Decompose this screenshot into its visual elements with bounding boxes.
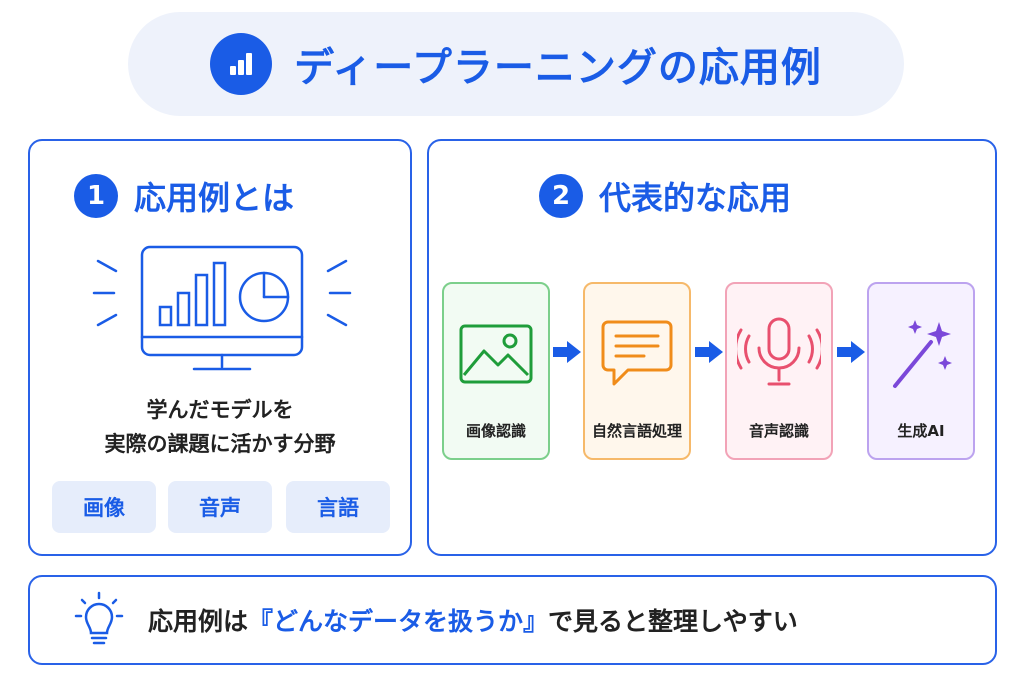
step-label-generative-ai: 生成AI bbox=[897, 422, 945, 440]
section2-heading: 2 代表的な応用 bbox=[539, 173, 791, 219]
tip-before: 応用例は bbox=[148, 607, 249, 636]
page-title: ディープラーニングの応用例 bbox=[294, 45, 822, 91]
tag-language: 言語 bbox=[286, 481, 390, 533]
title-banner: ディープラーニングの応用例 bbox=[128, 12, 904, 116]
monitor-analytics-icon bbox=[92, 245, 352, 371]
step-label-nlp: 自然言語処理 bbox=[591, 422, 682, 440]
tip-highlight: 『どんなデータを扱うか』 bbox=[248, 607, 549, 636]
image-icon bbox=[458, 314, 534, 394]
step-label-image-recognition: 画像認識 bbox=[465, 422, 526, 440]
step-speech-recognition: 音声認識 bbox=[725, 282, 833, 460]
section2-number-badge: 2 bbox=[539, 174, 583, 218]
section2-title: 代表的な応用 bbox=[599, 179, 792, 217]
magic-wand-icon bbox=[885, 314, 957, 394]
step-label-speech-recognition: 音声認識 bbox=[748, 422, 809, 440]
arrow-right-icon bbox=[695, 341, 723, 363]
bar-chart-icon bbox=[210, 33, 273, 95]
tip-after: で見ると整理しやすい bbox=[548, 607, 798, 636]
section1-title: 応用例とは bbox=[134, 179, 295, 217]
section1-desc-line1: 学んだモデルを bbox=[146, 398, 294, 422]
tip-text: 応用例は『どんなデータを扱うか』で見ると整理しやすい bbox=[148, 602, 798, 638]
tag-image: 画像 bbox=[52, 481, 156, 533]
chat-icon bbox=[600, 314, 674, 394]
section1-heading: 1 応用例とは bbox=[74, 173, 294, 219]
step-natural-language-processing: 自然言語処理 bbox=[583, 282, 691, 460]
panel-representative-applications: 2 代表的な応用 画像認識 bbox=[427, 139, 997, 556]
microphone-icon bbox=[737, 314, 821, 394]
tag-audio: 音声 bbox=[168, 481, 272, 533]
tip-bar: 応用例は『どんなデータを扱うか』で見ると整理しやすい bbox=[28, 575, 997, 665]
section1-desc-line2: 実際の課題に活かす分野 bbox=[104, 432, 336, 456]
section1-number-badge: 1 bbox=[74, 174, 118, 218]
lightbulb-icon bbox=[74, 591, 124, 645]
panel-what-is-application: 1 応用例とは 学んだモデルを 実 bbox=[28, 139, 412, 556]
arrow-right-icon bbox=[553, 341, 581, 363]
step-image-recognition: 画像認識 bbox=[442, 282, 550, 460]
step-generative-ai: 生成AI bbox=[867, 282, 975, 460]
arrow-right-icon bbox=[837, 341, 865, 363]
